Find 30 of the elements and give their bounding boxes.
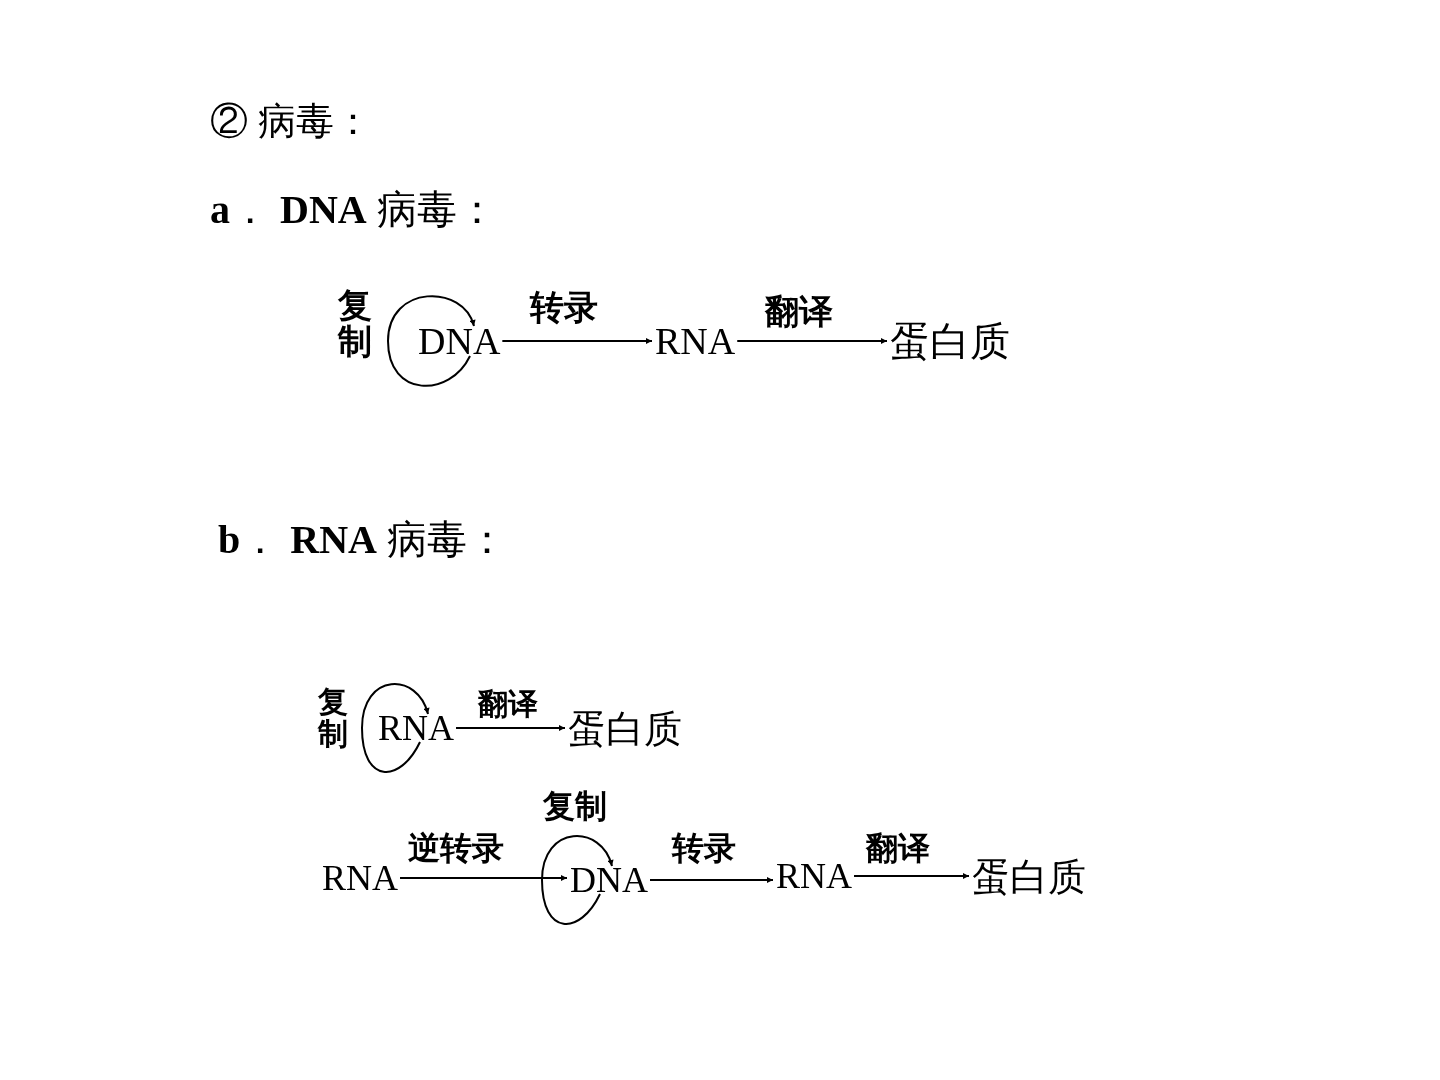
heading: b． RNA 病毒： [218, 520, 507, 560]
edge-label: 复制 [318, 686, 349, 749]
arrow [455, 725, 566, 731]
term-text: 蛋白质 [568, 710, 682, 748]
term-text: RNA [776, 858, 852, 894]
term-text: DNA [570, 862, 648, 898]
arrow [736, 338, 888, 344]
term-text: DNA [418, 322, 501, 360]
edge-label: 转录 [672, 832, 736, 866]
arrow [853, 873, 970, 879]
edge-label: 翻译 [478, 688, 538, 720]
term-text: 蛋白质 [890, 322, 1010, 362]
edge-label: 翻译 [765, 294, 833, 330]
edge-label: 复制 [338, 288, 373, 360]
edge-label: 翻译 [866, 832, 930, 866]
term-text: RNA [655, 322, 736, 360]
arrow [399, 875, 568, 881]
term-text: 蛋白质 [972, 858, 1086, 896]
term-text: RNA [322, 860, 398, 896]
heading: ② 病毒： [210, 102, 372, 140]
edge-label: 复制 [543, 790, 607, 824]
arrow [501, 338, 653, 344]
loop-arrow [541, 835, 613, 925]
arrow [649, 877, 774, 883]
edge-label: 逆转录 [408, 832, 504, 866]
edge-label: 转录 [530, 290, 598, 326]
loop-arrow [387, 295, 475, 387]
term-text: RNA [378, 710, 454, 746]
loop-arrow [361, 683, 429, 773]
heading: a． DNA 病毒： [210, 190, 497, 230]
